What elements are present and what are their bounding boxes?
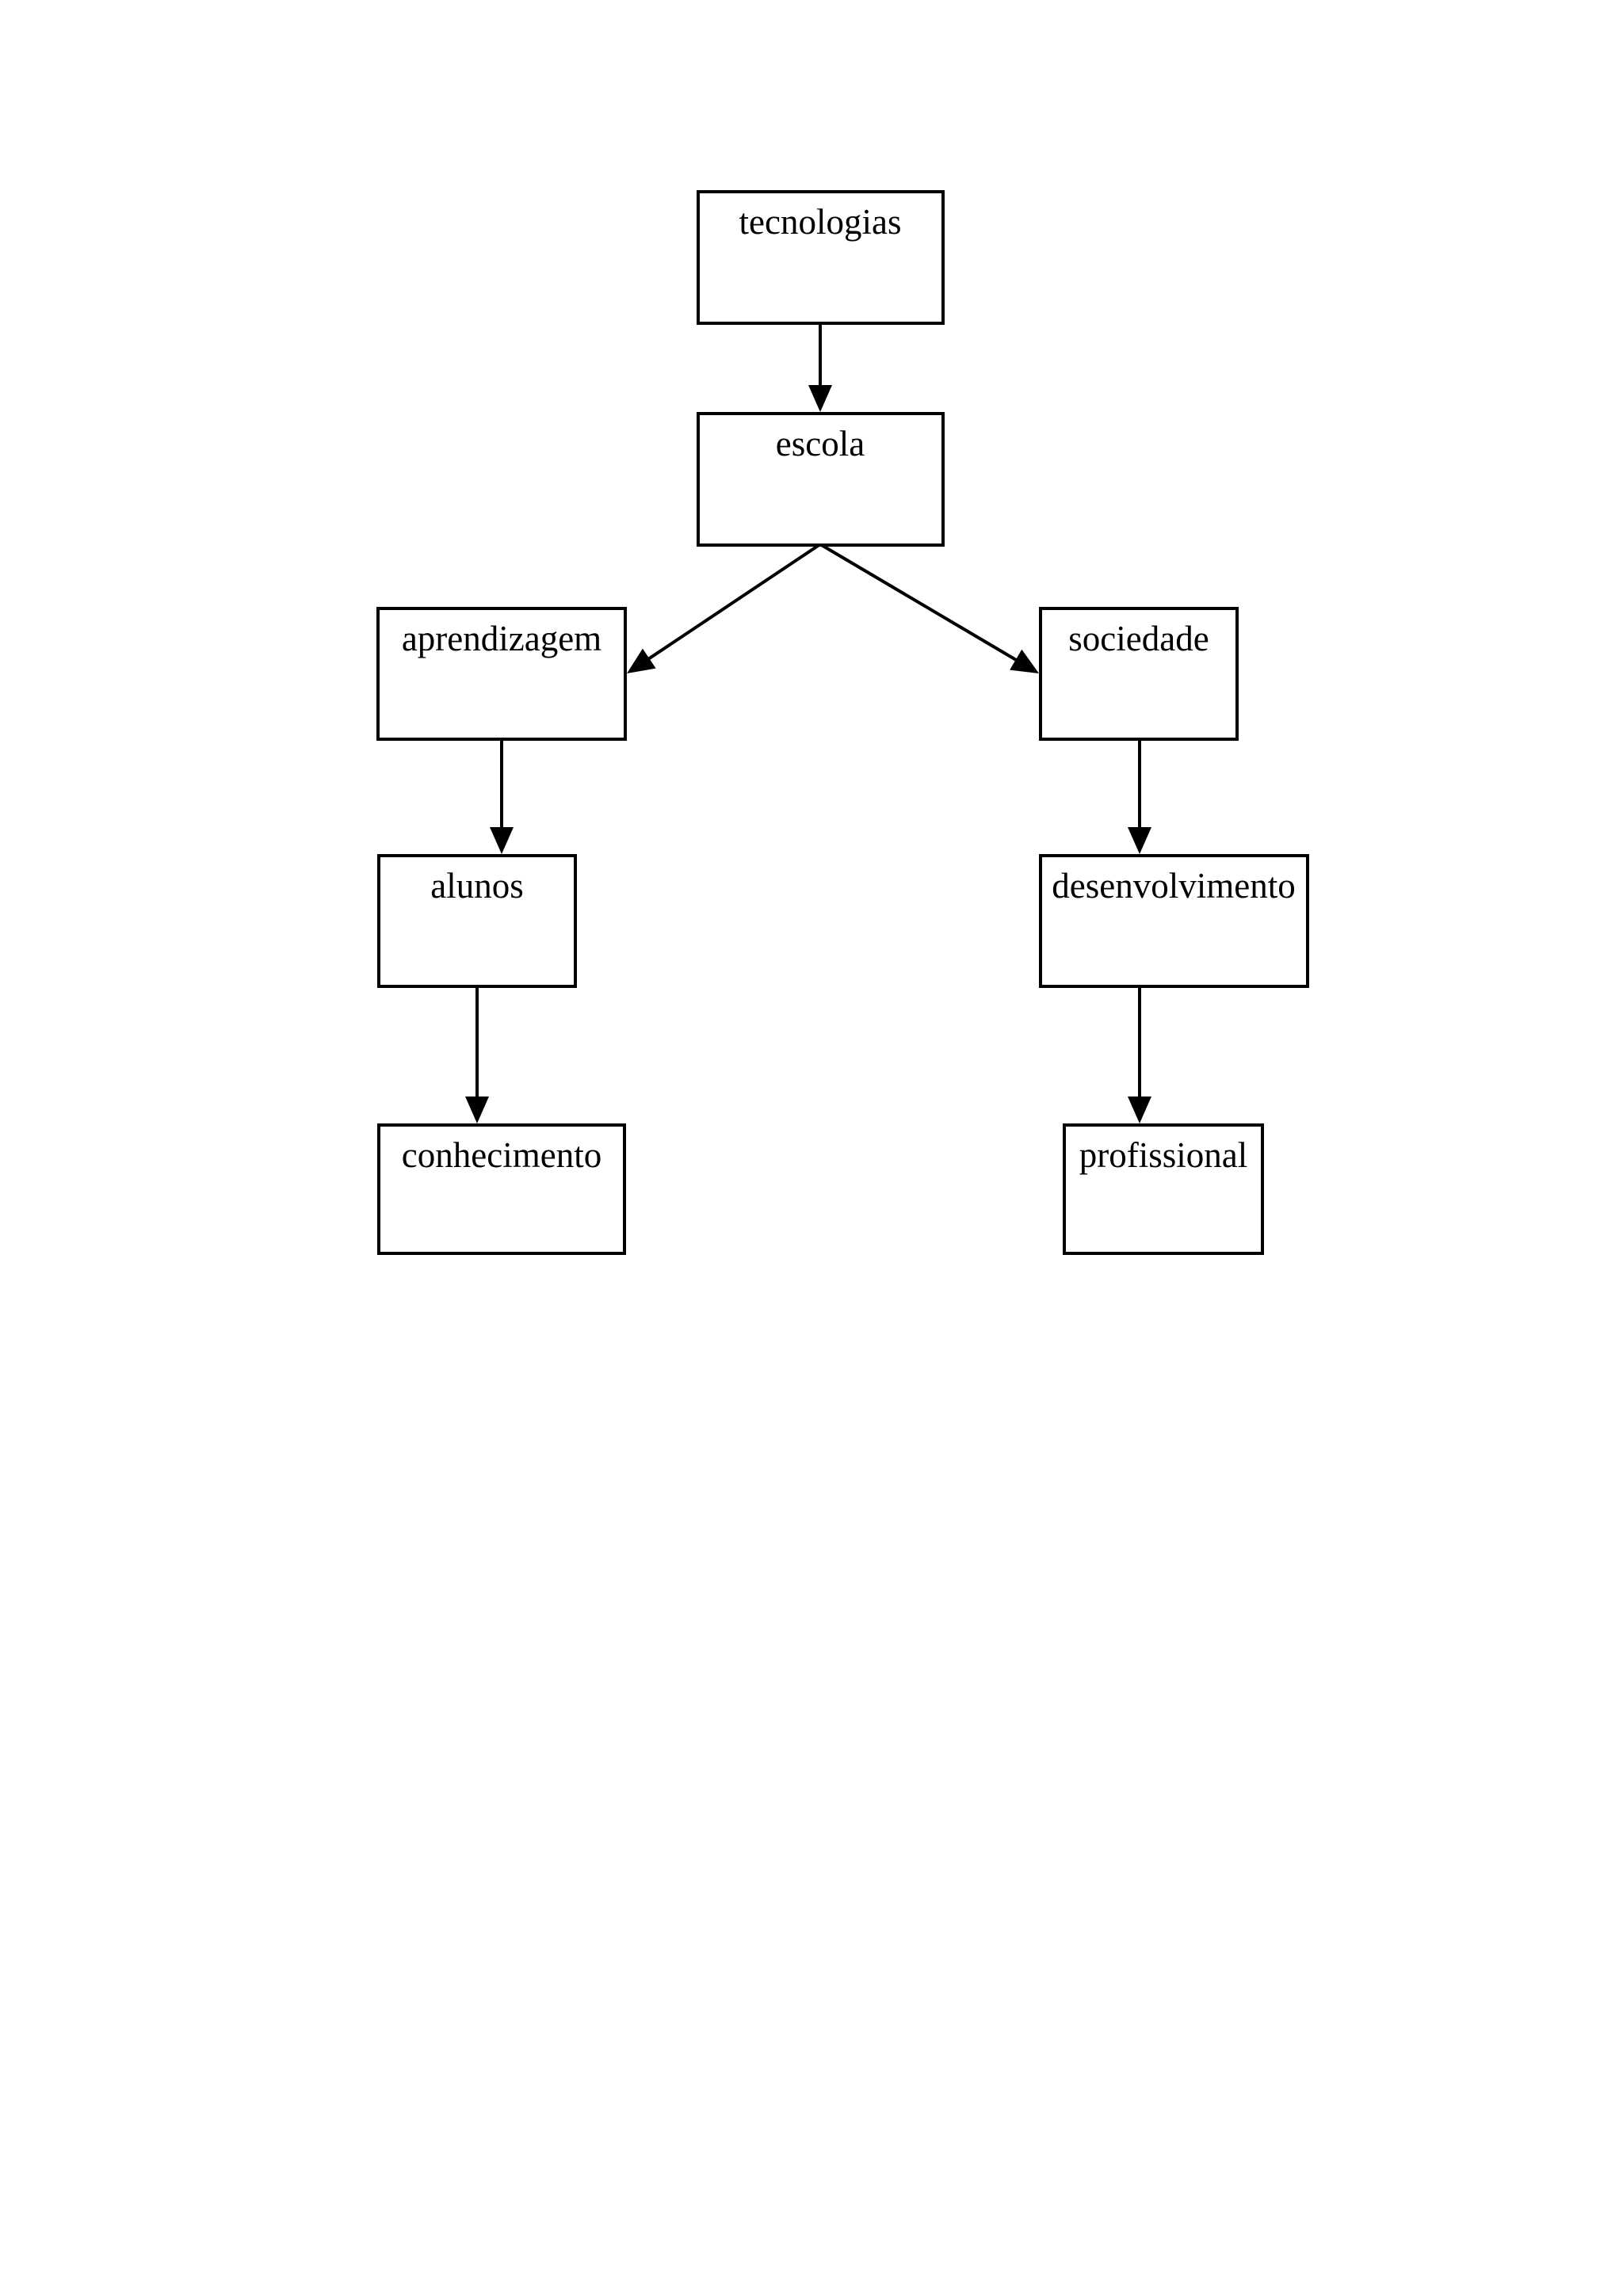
arrowhead-icon [490, 827, 514, 854]
edge-escola-to-sociedade [819, 543, 1039, 673]
node-escola[interactable]: escola [697, 412, 945, 547]
edge-aprendizagem-to-alunos [490, 738, 514, 854]
arrowhead-icon [808, 385, 832, 412]
node-box-profissional[interactable] [1063, 1123, 1264, 1255]
node-label-tecnologias: tecnologias [739, 202, 902, 242]
edge-escola-to-aprendizagem [627, 543, 822, 673]
node-box-tecnologias[interactable] [697, 190, 945, 325]
node-sociedade[interactable]: sociedade [1039, 607, 1239, 741]
node-label-desenvolvimento: desenvolvimento [1052, 866, 1295, 906]
node-profissional[interactable]: profissional [1063, 1123, 1264, 1255]
node-desenvolvimento[interactable]: desenvolvimento [1039, 854, 1309, 988]
edge-tecnologias-to-escola [808, 323, 832, 412]
edge-sociedade-to-desenvolvimento [1128, 738, 1151, 854]
nodes-layer: tecnologias escola aprendizagem sociedade al… [376, 190, 1309, 1255]
edge-alunos-to-conhecimento [465, 976, 489, 1123]
node-box-desenvolvimento[interactable] [1039, 854, 1309, 988]
node-box-sociedade[interactable] [1039, 607, 1239, 741]
edge-line [645, 543, 822, 662]
node-alunos[interactable]: alunos [377, 854, 577, 988]
node-box-alunos[interactable] [377, 854, 577, 988]
node-tecnologias[interactable]: tecnologias [697, 190, 945, 325]
arrowhead-icon [465, 1097, 489, 1123]
edge-desenvolvimento-to-profissional [1128, 976, 1151, 1123]
node-label-conhecimento: conhecimento [402, 1135, 601, 1175]
node-box-aprendizagem[interactable] [376, 607, 627, 741]
node-conhecimento[interactable]: conhecimento [377, 1123, 626, 1255]
arrowhead-icon [1010, 649, 1039, 673]
arrowhead-icon [1128, 1097, 1151, 1123]
arrowhead-icon [1128, 827, 1151, 854]
node-label-sociedade: sociedade [1068, 619, 1209, 658]
node-label-escola: escola [776, 424, 865, 463]
edge-line [819, 543, 1020, 663]
node-aprendizagem[interactable]: aprendizagem [376, 607, 627, 741]
node-box-conhecimento[interactable] [377, 1123, 626, 1255]
arrowhead-icon [627, 648, 656, 673]
edges-layer [465, 323, 1151, 1123]
node-label-aprendizagem: aprendizagem [402, 619, 601, 658]
node-label-profissional: profissional [1079, 1135, 1247, 1175]
node-label-alunos: alunos [430, 866, 524, 906]
node-box-escola[interactable] [697, 412, 945, 547]
